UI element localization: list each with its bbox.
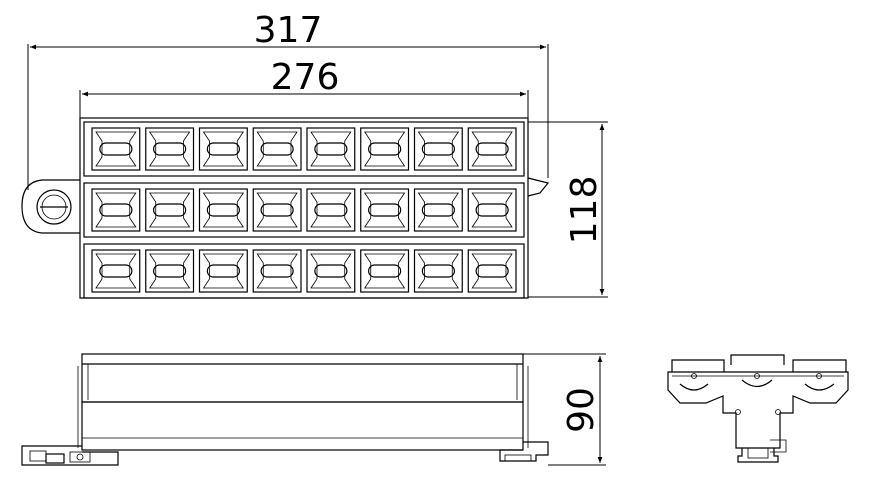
lens-cell bbox=[467, 188, 517, 232]
dimension-depth: 90 bbox=[523, 353, 606, 466]
lens-cell bbox=[91, 249, 141, 293]
lens-cell bbox=[252, 127, 302, 171]
side-tab bbox=[527, 177, 550, 197]
dimension-label-317: 317 bbox=[254, 10, 323, 51]
lens-cell bbox=[413, 127, 463, 171]
lens-cell bbox=[91, 188, 141, 232]
dimension-label-276: 276 bbox=[271, 57, 340, 98]
dimension-overall-width: 317 bbox=[27, 10, 549, 190]
dimension-label-90: 90 bbox=[561, 387, 602, 433]
adjustment-knob-icon bbox=[36, 189, 72, 225]
end-view bbox=[667, 354, 849, 463]
dimension-label-118: 118 bbox=[564, 176, 605, 245]
lens-row-panel bbox=[83, 121, 525, 177]
lens-cell bbox=[360, 188, 410, 232]
lens-cell bbox=[413, 249, 463, 293]
dimension-body-width: 276 bbox=[79, 57, 529, 118]
mounting-bracket bbox=[21, 179, 80, 234]
lens-cell bbox=[360, 249, 410, 293]
lens-cell bbox=[145, 127, 195, 171]
lens-cell bbox=[467, 127, 517, 171]
lens-cell bbox=[306, 127, 356, 171]
lens-cell bbox=[252, 249, 302, 293]
housing-outline bbox=[79, 117, 529, 299]
lens-cell bbox=[306, 188, 356, 232]
dimension-height: 118 bbox=[528, 121, 608, 298]
lens-cell bbox=[306, 249, 356, 293]
lens-cell bbox=[360, 127, 410, 171]
lens-row-panel bbox=[83, 182, 525, 238]
lens-cell bbox=[198, 127, 248, 171]
lens-cell bbox=[145, 249, 195, 293]
lens-cell bbox=[413, 188, 463, 232]
lens-cell bbox=[198, 188, 248, 232]
lens-cell bbox=[467, 249, 517, 293]
lens-cell bbox=[198, 249, 248, 293]
front-view bbox=[21, 117, 550, 299]
lens-row-panel bbox=[83, 243, 525, 299]
side-view bbox=[21, 353, 549, 466]
lens-profiles bbox=[679, 373, 835, 415]
lens-cell bbox=[252, 188, 302, 232]
lens-array bbox=[83, 121, 525, 299]
lens-cell bbox=[91, 127, 141, 171]
lens-cell bbox=[145, 188, 195, 232]
